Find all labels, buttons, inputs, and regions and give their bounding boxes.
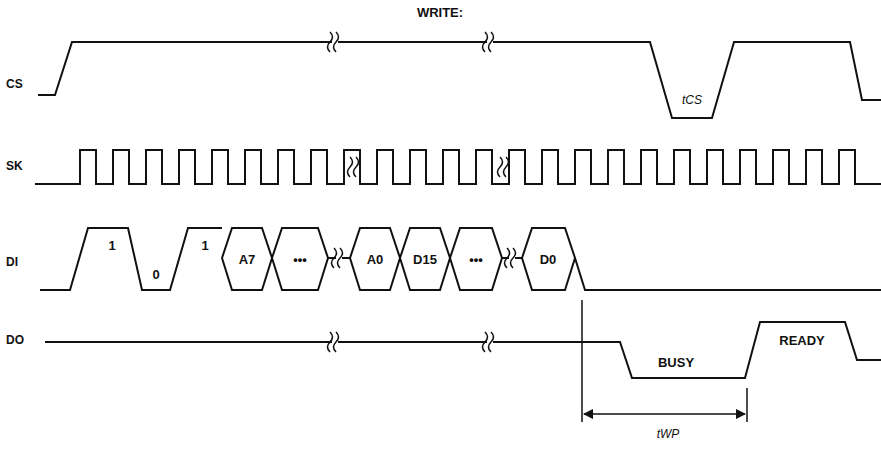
ellipsis: ••• bbox=[469, 253, 483, 266]
sk-wave bbox=[35, 150, 881, 184]
twp-end-line bbox=[746, 388, 748, 422]
signal-name: DO bbox=[6, 334, 24, 346]
timing-label: tCS bbox=[682, 94, 702, 106]
status-label: READY bbox=[779, 334, 825, 347]
status-label: BUSY bbox=[658, 356, 694, 369]
break-mark bbox=[332, 248, 343, 268]
signal-name: CS bbox=[6, 78, 23, 90]
break-mark bbox=[328, 332, 339, 352]
break-mark bbox=[328, 32, 339, 52]
address-bit: A7 bbox=[239, 253, 256, 266]
bus-hexagon bbox=[272, 228, 328, 290]
break-mark bbox=[498, 157, 509, 177]
ellipsis: ••• bbox=[293, 253, 307, 266]
data-bit: D0 bbox=[540, 253, 557, 266]
timing-label: tWP bbox=[657, 428, 680, 440]
di-end-wave bbox=[575, 258, 881, 290]
data-bit: D15 bbox=[413, 253, 437, 266]
bus-hexagon bbox=[450, 228, 502, 290]
bus-hexagon bbox=[350, 228, 400, 290]
break-mark bbox=[505, 248, 516, 268]
do-wave bbox=[45, 322, 881, 378]
break-mark bbox=[348, 157, 359, 177]
address-bit: A0 bbox=[367, 253, 384, 266]
cs-wave bbox=[38, 42, 881, 118]
diagram-title: WRITE: bbox=[417, 6, 463, 19]
signal-name: SK bbox=[6, 160, 23, 172]
break-mark bbox=[483, 32, 494, 52]
twp-arrow bbox=[584, 413, 745, 415]
bit-value: 0 bbox=[152, 268, 159, 281]
signal-name: DI bbox=[6, 256, 18, 268]
bus-hexagon bbox=[400, 228, 450, 290]
twp-start-line bbox=[581, 300, 583, 422]
bus-hexagon bbox=[522, 228, 575, 290]
di-start-wave bbox=[40, 228, 222, 290]
break-mark bbox=[483, 332, 494, 352]
sk-pulses bbox=[35, 150, 881, 184]
bit-value: 1 bbox=[201, 239, 208, 252]
bit-value: 1 bbox=[108, 239, 115, 252]
break-marks bbox=[328, 32, 516, 352]
di-bus-cells bbox=[222, 228, 575, 290]
bus-hexagon bbox=[222, 228, 272, 290]
